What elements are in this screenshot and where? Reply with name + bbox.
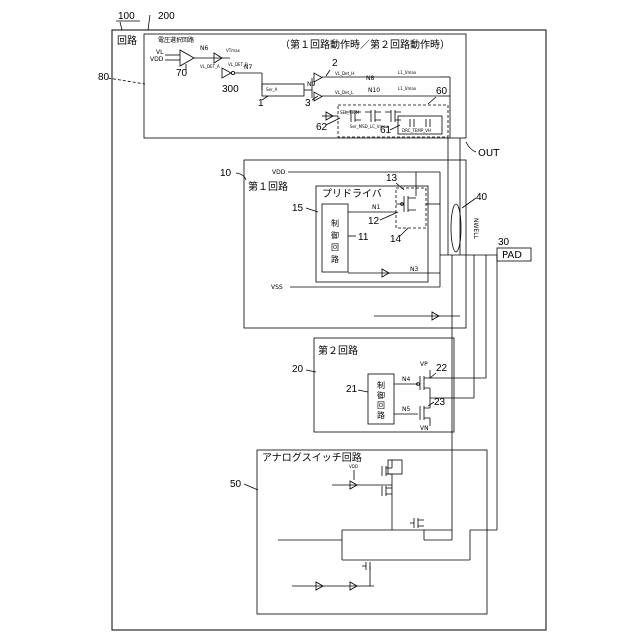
ref-23: 23: [434, 397, 446, 408]
tiny-label: VTmax: [226, 48, 241, 53]
ref-60: 60: [436, 86, 448, 97]
vn-label: VN: [420, 425, 429, 432]
n3-label: N3: [410, 266, 418, 273]
ref-300: 300: [222, 84, 239, 95]
transistor-icon: [365, 110, 381, 122]
tiny-label: VL_Det_L: [335, 90, 354, 95]
ref-61: 61: [380, 125, 392, 136]
control-char: 回: [331, 243, 339, 252]
outer-label: 回路: [117, 34, 137, 47]
ref-40: 40: [476, 192, 488, 203]
tiny-label: VL_DET_A: [200, 64, 220, 69]
ref-10-leader: [236, 173, 246, 180]
control-char: 御: [331, 230, 339, 240]
n5-label: N5: [402, 406, 410, 413]
ref-3: 3: [305, 98, 311, 109]
ref-20: 20: [292, 364, 304, 375]
control-char: 制: [331, 218, 339, 228]
p-transistor-22-icon: [420, 370, 430, 398]
n8-label: N8: [366, 75, 374, 82]
n1-label: N1: [372, 204, 380, 211]
control-char: 回: [377, 401, 385, 410]
buffer-3-icon: [314, 92, 322, 101]
transistor-icon: [362, 562, 370, 570]
n4-label: N4: [402, 376, 410, 383]
block20-title: 第２回路: [318, 344, 358, 357]
block80-title: 電圧選択回路: [158, 36, 194, 44]
vdd-label-80: VDD: [150, 56, 164, 63]
tiny-label: DRC_TEMP_VH: [402, 128, 431, 133]
control-char: 路: [377, 410, 385, 420]
pad-label: PAD: [502, 250, 522, 261]
ref-21: 21: [346, 384, 358, 395]
control-char: 路: [331, 254, 339, 264]
ref-2: 2: [332, 58, 338, 69]
ref-11: 11: [358, 232, 369, 243]
transistor-icon: [382, 486, 392, 496]
ref-62: 62: [316, 122, 328, 133]
tiny-label: L1_Vmax: [398, 70, 417, 75]
n7-label: N7: [244, 64, 252, 71]
nwell-label: NWELL: [472, 218, 479, 240]
predriver-label: プリドライバ: [322, 188, 382, 200]
block50-title: アナログスイッチ回路: [262, 451, 362, 464]
ref-80: 80: [98, 72, 110, 83]
vp-label: VP: [420, 361, 428, 368]
transistor-pair-icon: [410, 119, 430, 127]
block-50: [257, 450, 487, 614]
ref-100: 100: [118, 11, 135, 22]
ref-50: 50: [230, 479, 242, 490]
vss-label-10: VSS: [271, 284, 283, 291]
ref-15: 15: [292, 203, 304, 214]
p-transistor-icon: [396, 196, 416, 212]
ref-22: 22: [436, 363, 448, 374]
vdd-label-50: VDD: [349, 464, 358, 469]
tiny-label: L1_Vmax: [398, 86, 417, 91]
output-transistor-block: [396, 188, 426, 228]
n6-label: N6: [200, 45, 208, 52]
control-char: 御: [377, 390, 385, 400]
ref-30: 30: [498, 237, 510, 248]
n-transistor-23-icon: [420, 398, 430, 426]
ref-10: 10: [220, 168, 232, 179]
ref-12: 12: [368, 216, 380, 227]
tiny-label: Ser_A: [266, 87, 278, 92]
comparator-70-icon: [180, 50, 194, 66]
block80-mode-label: （第１回路動作時／第２回路動作時）: [280, 38, 450, 51]
ref-200: 200: [158, 11, 175, 22]
tiny-label: SEL_TRIM: [340, 110, 360, 115]
vl-label: VL: [156, 49, 164, 56]
out-leader: [466, 142, 476, 152]
block10-title: 第１回路: [248, 180, 288, 193]
n10-label: N10: [368, 87, 380, 94]
nwell-ellipse: [451, 204, 461, 252]
tiny-label: VL_Det_H: [335, 71, 354, 76]
vdd-label-10: VDD: [272, 169, 286, 176]
ref-13: 13: [386, 173, 398, 184]
out-label: OUT: [478, 148, 500, 159]
transistor-box: [388, 460, 402, 474]
transistor-switch-icon: [410, 518, 424, 528]
inverter-300-icon: [222, 68, 231, 78]
control-char: 制: [377, 380, 385, 390]
